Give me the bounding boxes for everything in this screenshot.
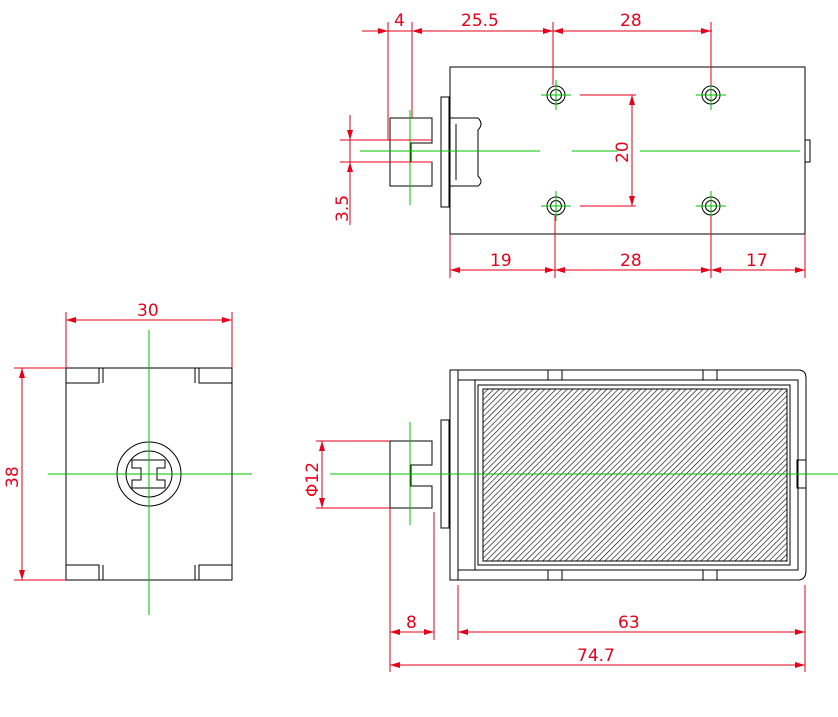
top-view: 4 25.5 28 3.5 20 19 28 17: [333, 11, 811, 278]
top-view-right-terminal: [804, 139, 811, 163]
top-view-plunger: [389, 117, 433, 187]
dim-plunger-width: 4: [394, 11, 405, 31]
top-view-plunger-flange: [440, 96, 450, 208]
dim-hole-spacing-top: 28: [620, 11, 642, 31]
dim-overall-length: 74.7: [577, 646, 615, 666]
coil-winding: [482, 388, 788, 562]
dim-body-length: 63: [618, 613, 640, 633]
dim-plunger-to-hole: 25.5: [461, 11, 499, 31]
dim-body-right: 17: [746, 251, 768, 271]
side-view-frame: [449, 369, 807, 581]
side-view-plunger: [389, 440, 433, 509]
dim-end-width: 30: [137, 301, 159, 321]
dim-body-left: 19: [490, 251, 512, 271]
dim-plunger-extension: 8: [406, 613, 417, 633]
dim-diameter: Φ12: [303, 462, 323, 497]
dim-hole-spacing-bottom: 28: [620, 251, 642, 271]
dim-end-height: 38: [3, 466, 23, 488]
side-view: Φ12 8 63 74.7: [303, 369, 838, 672]
dim-slot: 3.5: [333, 195, 353, 222]
end-view: 30 38: [3, 301, 252, 615]
dim-hole-spacing-vertical: 20: [613, 141, 633, 163]
